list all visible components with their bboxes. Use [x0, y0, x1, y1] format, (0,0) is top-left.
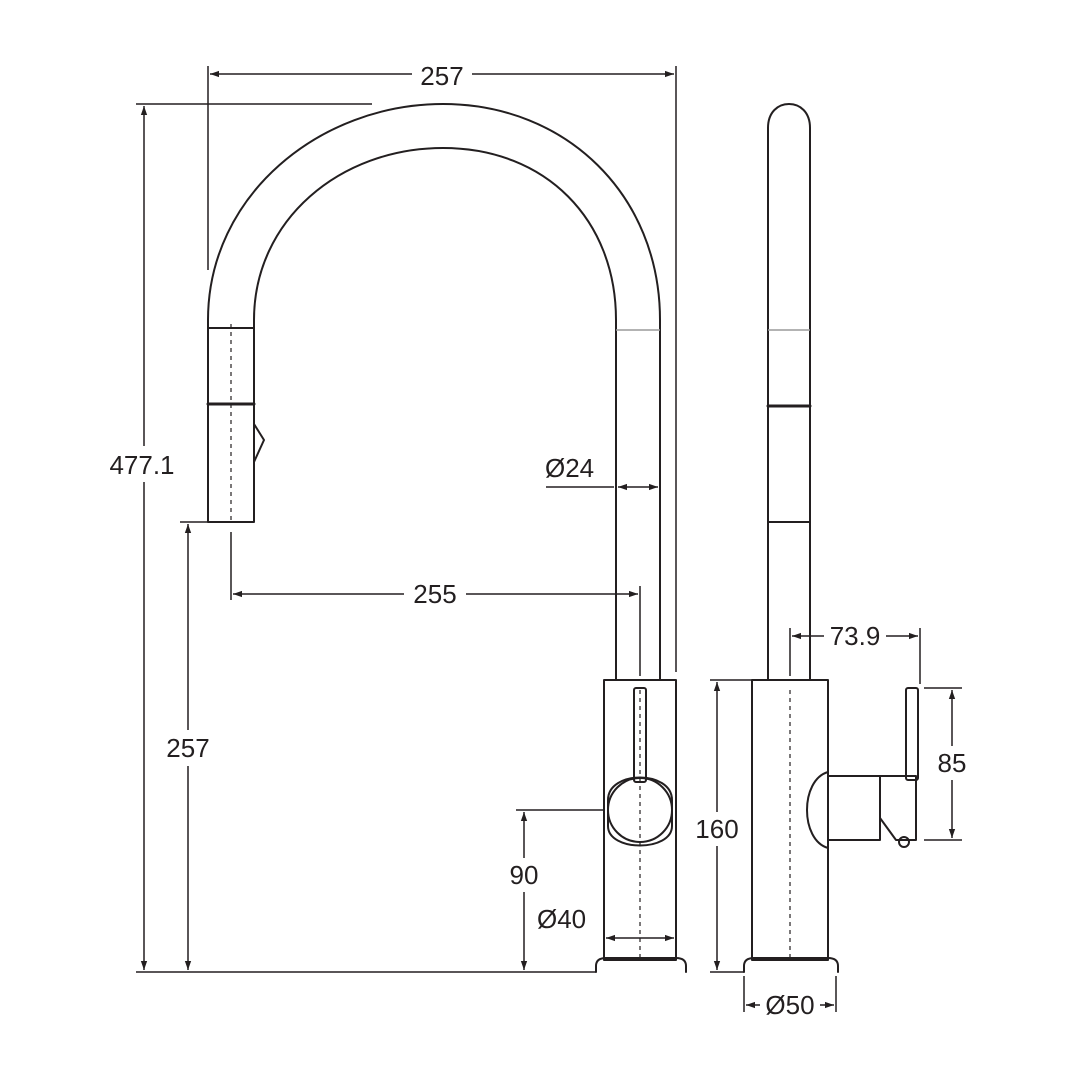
side-lever-boss-arc — [806, 771, 829, 849]
side-lever-arm — [827, 775, 881, 841]
dim-spout-dia: Ø24 — [545, 453, 594, 483]
dim-handle-height: 85 — [938, 748, 967, 778]
dim-handle-reach: 73.9 — [830, 621, 881, 651]
dim-body-height: 160 — [695, 814, 738, 844]
front-view — [206, 103, 687, 973]
lever-hub — [607, 777, 673, 843]
base-plate-side — [743, 957, 839, 973]
dim-body-dia: Ø40 — [537, 904, 586, 934]
dim-spout-height: 257 — [166, 733, 209, 763]
side-lever-grip — [879, 775, 917, 841]
front-dimensions: 257 477.1 257 Ø24 255 90 Ø40 — [108, 58, 677, 973]
base-plate-front — [595, 957, 687, 973]
side-view — [743, 103, 919, 973]
tap-body-front — [603, 679, 677, 961]
spout-outer-outline — [207, 103, 661, 681]
dim-base-dia: Ø50 — [765, 990, 814, 1020]
dim-lever-height: 90 — [510, 860, 539, 890]
dim-top-width: 257 — [420, 61, 463, 91]
side-dimensions: 73.9 85 160 Ø50 — [692, 620, 972, 1020]
side-lever-screw — [898, 836, 910, 848]
spray-trigger — [253, 423, 265, 463]
dim-total-height: 477.1 — [109, 450, 174, 480]
tap-body-side — [751, 679, 829, 961]
side-lever-handle — [905, 687, 919, 781]
spout-inner-outline — [253, 147, 617, 681]
dim-reach: 255 — [413, 579, 456, 609]
lever-handle-front — [633, 687, 647, 783]
side-spout-outline — [767, 103, 811, 681]
